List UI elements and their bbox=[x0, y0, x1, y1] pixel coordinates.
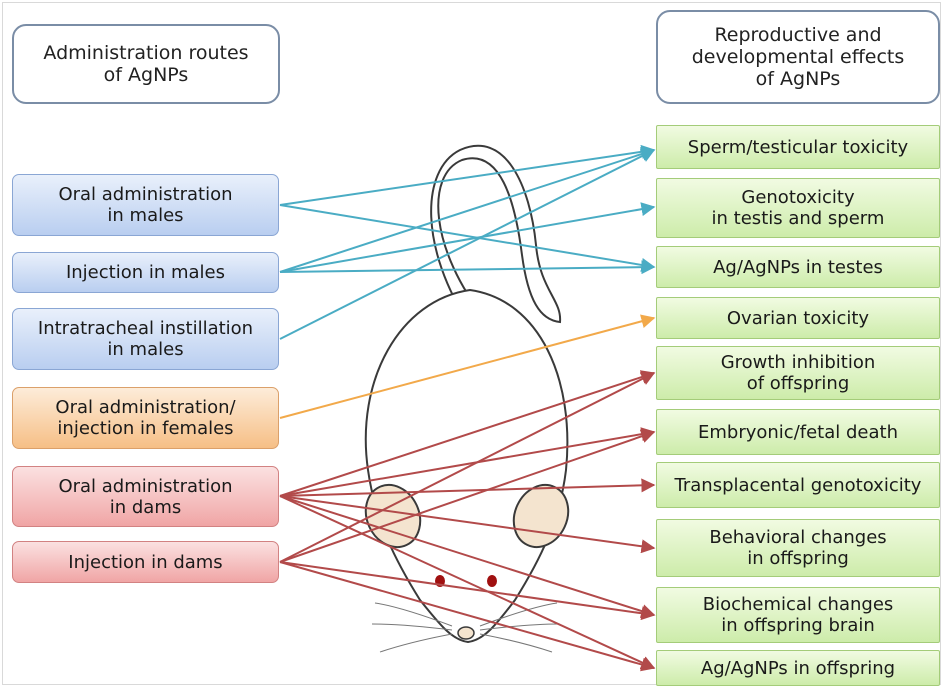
effect-growth-inhibition-offspring: Growth inhibition of offspring bbox=[656, 346, 940, 400]
effect-agnps-in-offspring: Ag/AgNPs in offspring bbox=[656, 650, 940, 686]
effect-embryonic-fetal-death: Embryonic/fetal death bbox=[656, 409, 940, 455]
header-left: Administration routes of AgNPs bbox=[12, 24, 280, 104]
route-oral-dams: Oral administration in dams bbox=[12, 466, 279, 527]
arrow-route-0-to-effect-2 bbox=[280, 205, 654, 267]
effect-genotoxicity-testis-sperm: Genotoxicity in testis and sperm bbox=[656, 178, 940, 238]
route-injection-dams: Injection in dams bbox=[12, 541, 279, 583]
rat-right-eye bbox=[487, 575, 497, 587]
arrow-route-1-to-effect-2 bbox=[280, 267, 654, 272]
effect-agnps-in-testes: Ag/AgNPs in testes bbox=[656, 246, 940, 288]
rat-nose bbox=[458, 627, 474, 639]
effect-ovarian-toxicity: Ovarian toxicity bbox=[656, 297, 940, 339]
effect-biochemical-changes-brain: Biochemical changes in offspring brain bbox=[656, 587, 940, 643]
effect-transplacental-genotoxicity: Transplacental genotoxicity bbox=[656, 462, 940, 508]
route-injection-males: Injection in males bbox=[12, 252, 279, 293]
route-oral-injection-females: Oral administration/ injection in female… bbox=[12, 387, 279, 449]
route-intratracheal-males: Intratracheal instillation in males bbox=[12, 308, 279, 370]
arrow-route-1-to-effect-0 bbox=[280, 150, 654, 272]
effect-behavioral-changes-offspring: Behavioral changes in offspring bbox=[656, 519, 940, 577]
arrow-route-1-to-effect-1 bbox=[280, 207, 654, 272]
rat-illustration bbox=[356, 146, 578, 652]
header-right: Reproductive and developmental effects o… bbox=[656, 10, 940, 104]
route-oral-males: Oral administration in males bbox=[12, 174, 279, 236]
effect-sperm-testicular-toxicity: Sperm/testicular toxicity bbox=[656, 125, 940, 169]
